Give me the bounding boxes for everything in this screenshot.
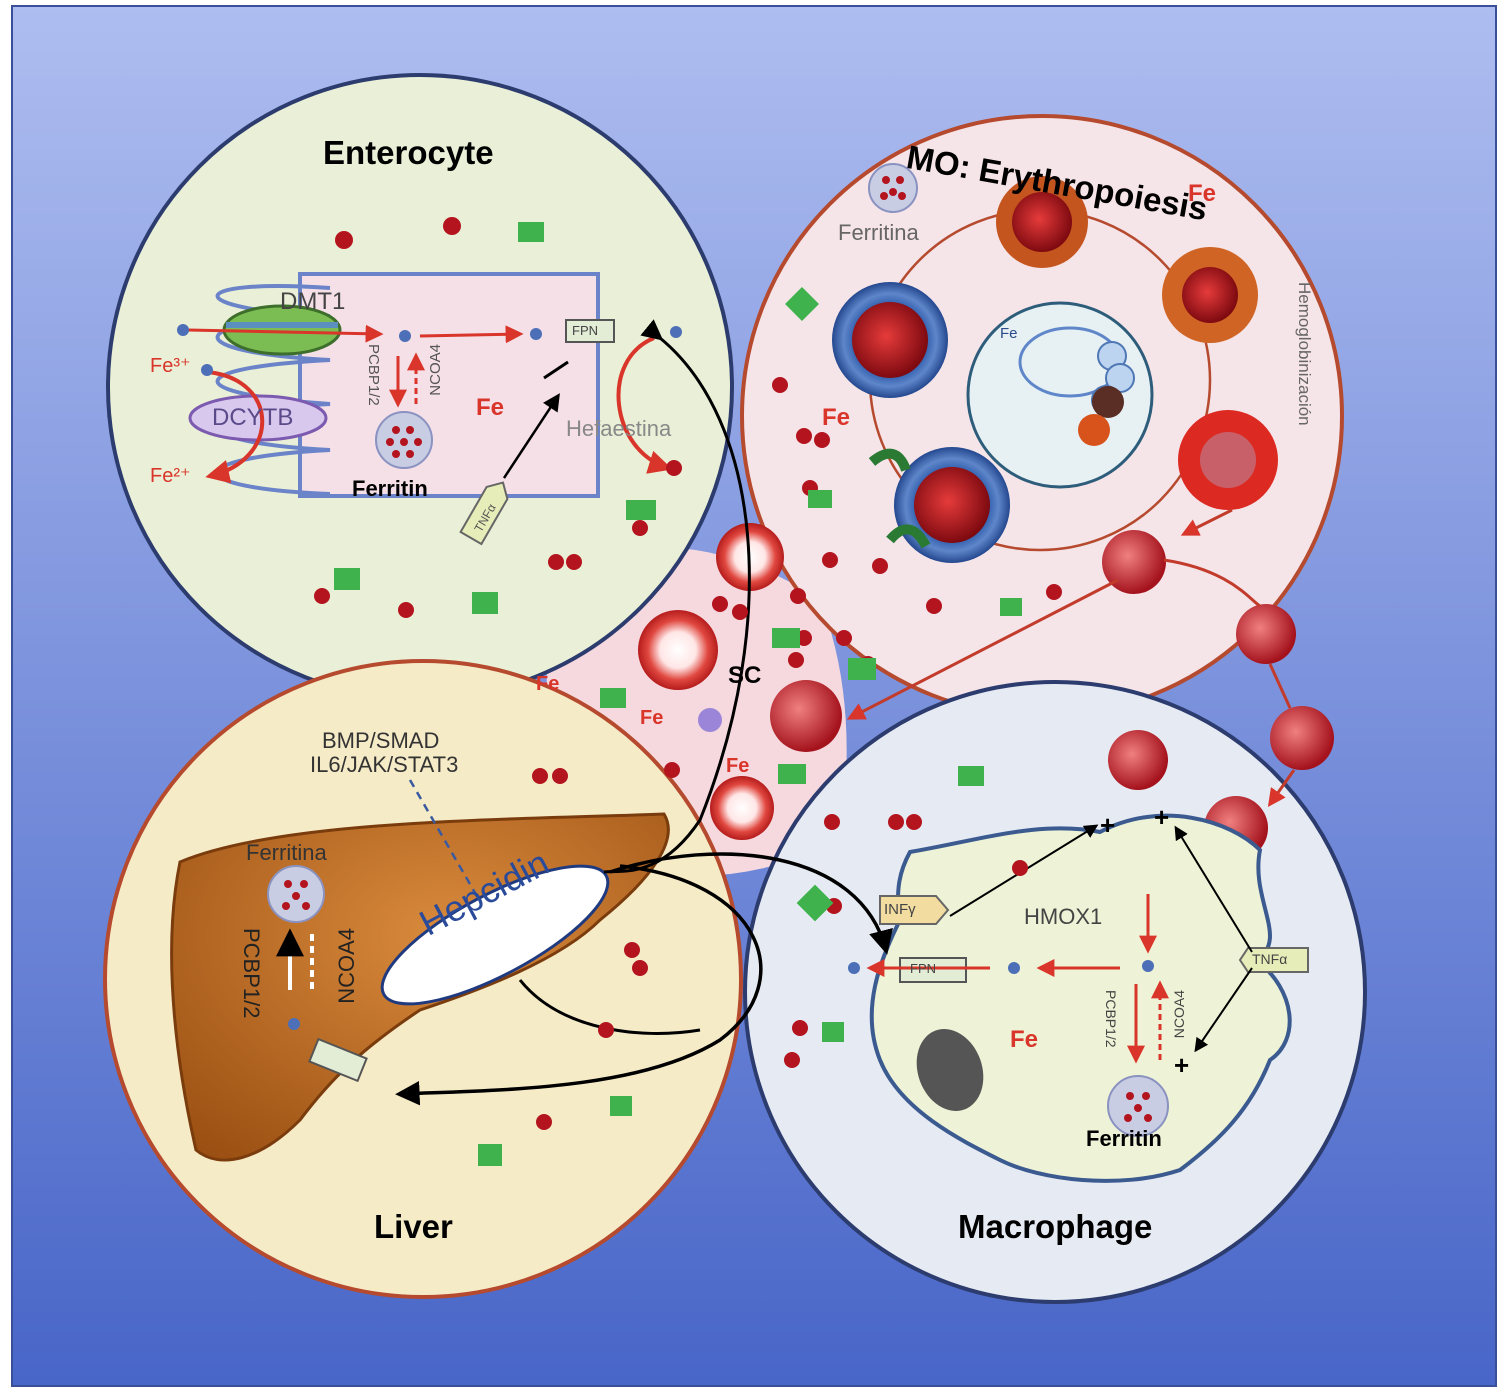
fpn-transporter-enterocyte [565, 319, 615, 343]
hmox1-label: HMOX1 [1024, 904, 1103, 929]
infy-tag: INFγ [884, 901, 916, 918]
ncoa4-label-macrophage: NCOA4 [1171, 990, 1187, 1039]
ferritina-label-liver: Ferritina [246, 840, 327, 865]
transferrin-particles [334, 222, 1022, 1166]
fpn-label-enterocyte: FPN [572, 323, 598, 338]
ferritin-label-macrophage: Ferritin [1086, 1126, 1162, 1151]
hepcidin-shape [380, 864, 610, 1006]
fpn-label-macrophage: FPN [910, 961, 936, 976]
macrophage-cell [848, 813, 1309, 1183]
fe-label-mito: Fe [1000, 325, 1018, 342]
dcytb-label: DCYTB [212, 404, 294, 431]
fe-up-macrophage: Fe [1010, 1026, 1039, 1053]
fe-down-2: Fe [640, 707, 664, 729]
plus-sign-2: + [1154, 802, 1170, 832]
bmp-smad-label: BMP/SMAD [322, 728, 440, 753]
fe-down-1: Fe [536, 673, 560, 695]
liver-title: Liver [374, 1208, 453, 1245]
pcbp-label-macrophage: PCBP1/2 [1103, 990, 1119, 1048]
fe3-label: Fe³⁺ [150, 355, 191, 377]
fe-up-erythro-2: Fe [822, 404, 851, 431]
hefaestina-label: Hefaestina [566, 416, 672, 441]
hemoglobinizacion-label: Hemoglobinización [1295, 282, 1314, 426]
fe2-label: Fe²⁺ [150, 465, 191, 487]
ferritin-label-enterocyte: Ferritin [352, 476, 428, 501]
fe-down-3: Fe [726, 755, 750, 777]
plus-sign-1: + [1100, 810, 1116, 840]
pcbp-label-enterocyte: PCBP1/2 [365, 344, 382, 406]
ncoa4-label-enterocyte: NCOA4 [427, 344, 444, 396]
tnfa-tag-macrophage: TNFα [1252, 951, 1288, 967]
erythropoiesis-cells [832, 163, 1278, 563]
liver-organ [170, 779, 670, 1162]
sc-label: SC [728, 662, 762, 689]
enterocyte-cell [177, 272, 682, 546]
fe-up-erythro: Fe [1188, 180, 1217, 207]
macrophage-title: Macrophage [958, 1208, 1153, 1245]
plus-sign-3: + [1174, 1050, 1190, 1080]
ncoa4-label-liver: NCOA4 [334, 928, 359, 1004]
iron-particles [314, 217, 1062, 1130]
ferritina-label-erythro: Ferritina [838, 220, 919, 245]
pcbp-label-liver: PCBP1/2 [239, 928, 264, 1019]
fpn-transporter-macrophage [899, 957, 967, 983]
enterocyte-title: Enterocyte [323, 134, 494, 171]
fe-up-enterocyte: Fe [476, 394, 505, 421]
dmt1-label: DMT1 [280, 288, 346, 315]
il6-label: IL6/JAK/STAT3 [310, 752, 459, 777]
